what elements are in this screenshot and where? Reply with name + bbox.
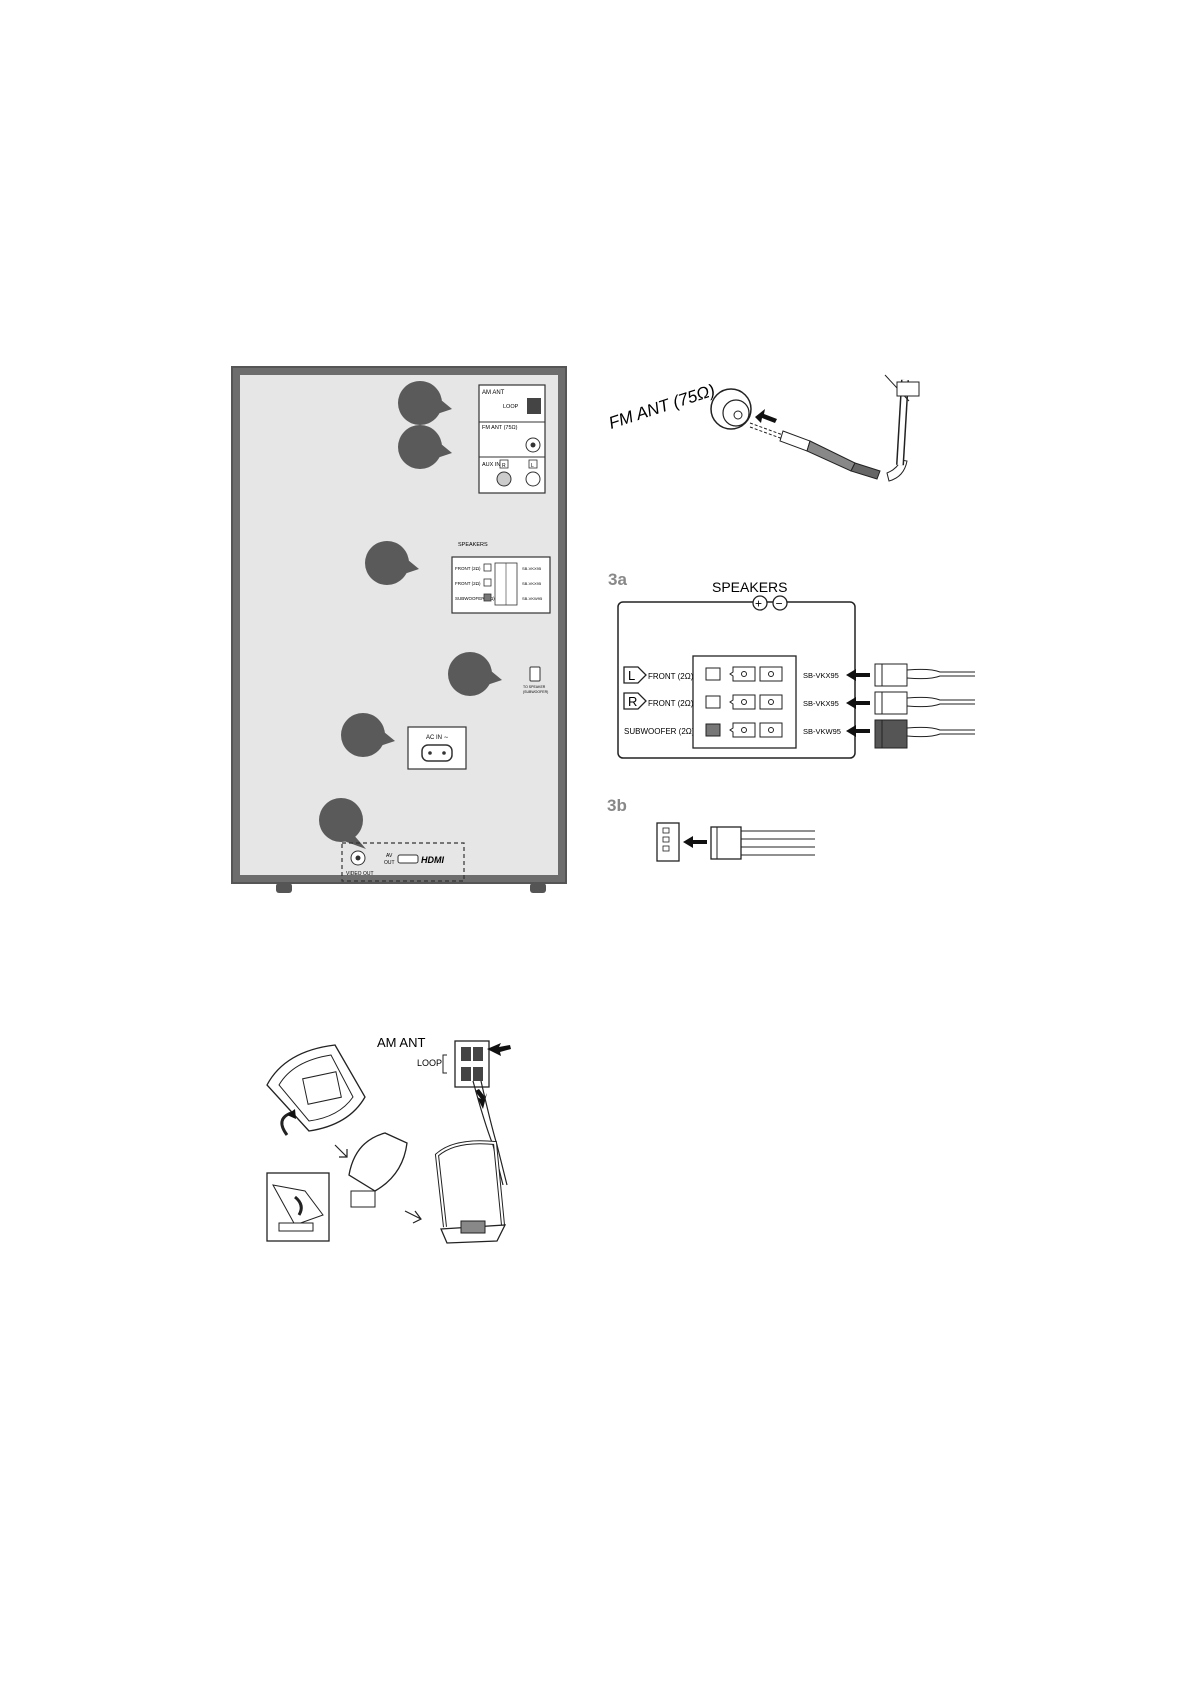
am-antenna-folded (266, 1044, 366, 1136)
am-antenna-unfolding (348, 1132, 408, 1208)
insert-arrow-3b (683, 836, 707, 848)
insert-arrow-r (846, 697, 870, 709)
terminal-indicator-sub (705, 723, 721, 737)
fm-antenna-diagram: FM ANT (75Ω) (606, 374, 920, 482)
model-sub-small: SB-VKW95 (522, 596, 543, 601)
am-ant-label: AM ANT (482, 390, 505, 396)
terminal-socket-r[interactable] (729, 694, 783, 710)
model-l-small: SB-VKX95 (522, 566, 542, 571)
subwoofer-jack-small[interactable] (529, 666, 541, 682)
model-sub-label: SB-VKW95 (803, 727, 841, 736)
subwoofer-cable (741, 830, 815, 856)
callout-marker-3 (365, 541, 419, 585)
am-terminal[interactable] (527, 398, 541, 414)
speaker-plug-r (874, 691, 975, 715)
terminal-socket-l[interactable] (729, 666, 783, 682)
front-r-label: FRONT (2Ω) (648, 699, 694, 708)
front-l-label: FRONT (2Ω) (648, 672, 694, 681)
callout-marker-6 (319, 798, 366, 849)
video-out-label: VIDEO OUT (346, 871, 374, 877)
step-arrow-1 (334, 1144, 348, 1158)
speakers-box-small (451, 556, 551, 614)
fm-ant-label: FM ANT (75Ω) (482, 425, 518, 431)
callout-marker-2 (398, 425, 452, 469)
av-out-box (341, 842, 465, 882)
channel-r-badge (623, 692, 647, 710)
front-l-small: FRONT (2Ω) (455, 566, 481, 571)
foot-right (530, 883, 546, 893)
step-3b-label: 3b (607, 796, 627, 815)
loop-label: LOOP (503, 404, 519, 410)
fm-cable (806, 440, 856, 472)
callout-marker-5 (341, 713, 395, 757)
av-out-label-1: AV (386, 853, 393, 859)
am-terminal-block[interactable] (454, 1040, 490, 1088)
fm-plug (779, 430, 811, 452)
plus-text: + (755, 597, 762, 611)
ac-in-label: AC IN ∼ (426, 735, 449, 741)
minus-symbol (772, 595, 788, 611)
speaker-plug-sub (874, 719, 975, 749)
am-antenna-diagram: AM ANT LOOP (266, 1035, 511, 1244)
insert-arrow-am (475, 1089, 487, 1109)
am-ant-title: AM ANT (377, 1035, 425, 1050)
terminal-indicator-r (705, 695, 721, 709)
to-speaker-sub2: (SUBWOOFER) (523, 690, 548, 694)
am-inset-closeup (266, 1172, 330, 1242)
step-3a-label: 3a (608, 570, 627, 589)
callout-marker-1 (398, 381, 452, 425)
foot-left (276, 883, 292, 893)
channel-l-badge (623, 666, 647, 684)
speakers-label-small: SPEAKERS (458, 542, 488, 548)
tape-marker (896, 381, 920, 397)
subwoofer-connector-diagram: 3b (607, 796, 815, 862)
speakers-connection-diagram: 3a SPEAKERS + − L FRONT (2Ω) R FRONT (2Ω… (608, 570, 975, 759)
am-antenna-standing (434, 1140, 507, 1244)
push-arrow-am (487, 1043, 511, 1056)
back-panel-diagram: AM ANT LOOP FM ANT (75Ω) AUX IN R L SPEA… (231, 366, 567, 893)
speakers-title: SPEAKERS (712, 579, 787, 595)
front-r-small: FRONT (2Ω) (455, 581, 481, 586)
callout-marker-4 (448, 652, 502, 696)
aux-in-label: AUX IN (482, 462, 500, 468)
hdmi-port[interactable] (397, 854, 419, 864)
plus-symbol (752, 595, 768, 611)
hdmi-logo-text: HDMI (421, 855, 444, 865)
subwoofer-label: SUBWOOFER (2Ω) (624, 727, 695, 736)
speaker-plug-l (874, 663, 975, 687)
model-r-small: SB-VKX95 (522, 581, 542, 586)
subwoofer-plug (710, 826, 742, 860)
ac-inlet[interactable] (421, 744, 453, 762)
insert-arrow-sub (846, 725, 870, 737)
to-speaker-sub: TO SPEAKER (523, 685, 546, 689)
aux-l-jack[interactable] (525, 471, 541, 487)
av-out-label-2: OUT (384, 860, 395, 866)
channel-r-letter: R (628, 694, 637, 709)
am-loop-label: LOOP (417, 1058, 442, 1068)
subwoofer-small: SUBWOOFER (2Ω) (455, 596, 495, 601)
aux-r-label: R (502, 463, 506, 469)
insert-arrow-fm (755, 409, 777, 423)
model-r-label: SB-VKX95 (803, 699, 839, 708)
fm-ant-title: FM ANT (75Ω) (606, 381, 717, 433)
aux-l-label: L (531, 463, 534, 469)
terminal-socket-sub[interactable] (729, 722, 783, 738)
step-arrow-2 (404, 1210, 422, 1224)
minus-text: − (776, 597, 783, 611)
terminal-indicator-l (705, 667, 721, 681)
channel-l-letter: L (628, 668, 635, 683)
aux-r-jack[interactable] (496, 471, 512, 487)
insert-arrow-l (846, 669, 870, 681)
model-l-label: SB-VKX95 (803, 671, 839, 680)
